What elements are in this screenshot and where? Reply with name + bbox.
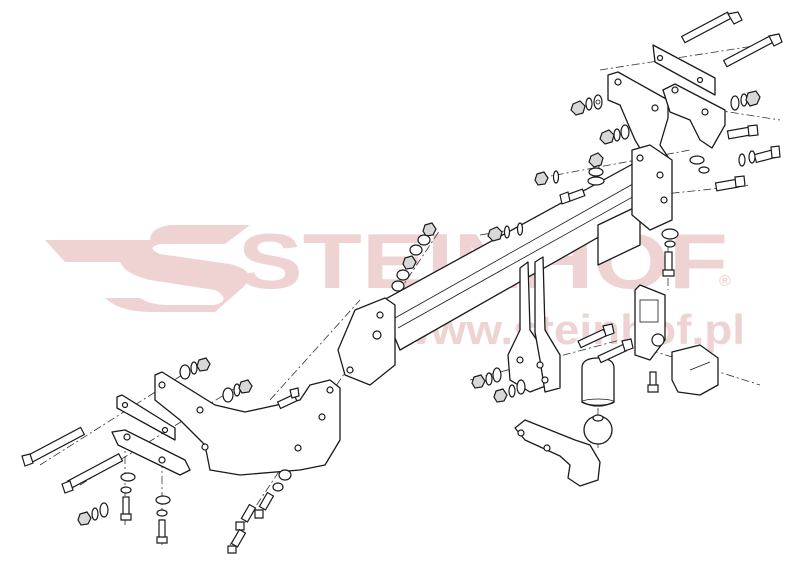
bolt-icon — [156, 519, 168, 544]
bolt-icon — [276, 387, 300, 410]
tow-ball-cap[interactable] — [581, 357, 615, 407]
left-side-bracket — [111, 371, 341, 476]
nut-icon — [487, 226, 503, 242]
washer-icon — [613, 128, 621, 142]
nut-icon — [471, 374, 486, 389]
washer-icon — [516, 222, 524, 236]
washer-icon — [748, 150, 756, 164]
washer-icon — [661, 228, 679, 240]
washer-icon — [503, 225, 511, 239]
washer-icon — [588, 167, 604, 177]
bolt-icon — [254, 491, 275, 519]
right-side-bracket — [607, 44, 726, 231]
bolt-icon — [61, 453, 124, 494]
washer-icon — [508, 384, 516, 398]
washer-icon — [698, 166, 710, 174]
main-crossbar — [337, 159, 661, 386]
washer-icon — [585, 97, 593, 111]
washer-icon — [396, 269, 410, 281]
washer-icon — [417, 234, 431, 246]
washer-icon — [620, 124, 630, 140]
bolt-icon — [235, 503, 257, 531]
watermark-registered: ® — [719, 273, 731, 290]
bolt-icon — [680, 11, 743, 44]
electrical-socket[interactable] — [671, 344, 719, 396]
bolt-icon — [120, 496, 132, 521]
bolt-icon — [753, 145, 781, 164]
washer-icon — [120, 472, 136, 482]
socket-bracket — [634, 284, 666, 361]
washer-icon — [99, 502, 109, 518]
nut-icon — [599, 129, 615, 145]
bolt-icon — [227, 528, 247, 554]
washer-icon — [120, 486, 132, 494]
bolt-icon — [722, 33, 783, 68]
washer-icon — [689, 155, 705, 165]
bolt-icon — [577, 323, 615, 349]
nut-icon — [588, 152, 604, 168]
washer-icon — [272, 482, 284, 492]
nut-icon — [238, 379, 253, 394]
washer-icon — [738, 153, 746, 167]
washer-icon — [552, 170, 560, 184]
washer-icon — [278, 469, 292, 481]
washer-icon — [587, 176, 605, 186]
bolt-icon — [662, 251, 675, 277]
bolt-icon — [726, 124, 759, 140]
bolt-icon — [647, 371, 659, 393]
washer-icon — [485, 372, 493, 386]
bolt-icon — [597, 338, 634, 364]
nut-icon — [422, 222, 437, 237]
nut-icon — [745, 90, 761, 107]
nut-icon — [570, 100, 586, 116]
washer-icon — [233, 383, 241, 397]
neck-support-plates — [507, 256, 561, 393]
washer-icon — [730, 95, 740, 111]
steinhof-swoosh-logo — [45, 225, 250, 312]
washer-icon — [593, 94, 603, 110]
washer-icon — [516, 379, 526, 395]
washer-icon — [190, 361, 198, 375]
nut-icon — [534, 171, 549, 186]
bolt-icon — [21, 426, 86, 467]
washer-icon — [222, 387, 234, 403]
nut-icon — [402, 255, 417, 270]
tow-ball-neck[interactable] — [514, 414, 613, 487]
washer-icon — [91, 507, 99, 521]
washer-icon — [156, 509, 168, 517]
washer-icon — [155, 495, 171, 505]
bolt-icon — [559, 188, 586, 205]
washer-icon — [664, 240, 676, 248]
nut-icon — [77, 511, 92, 526]
bolt-icon — [714, 175, 746, 192]
washer-icon — [391, 280, 405, 292]
bolts — [21, 11, 783, 554]
washer-icon — [409, 244, 423, 256]
nut-icon — [493, 388, 508, 403]
nuts-and-washers — [77, 90, 761, 526]
washer-icon — [179, 364, 191, 380]
nut-icon — [196, 357, 211, 372]
washer-icon — [492, 367, 502, 383]
